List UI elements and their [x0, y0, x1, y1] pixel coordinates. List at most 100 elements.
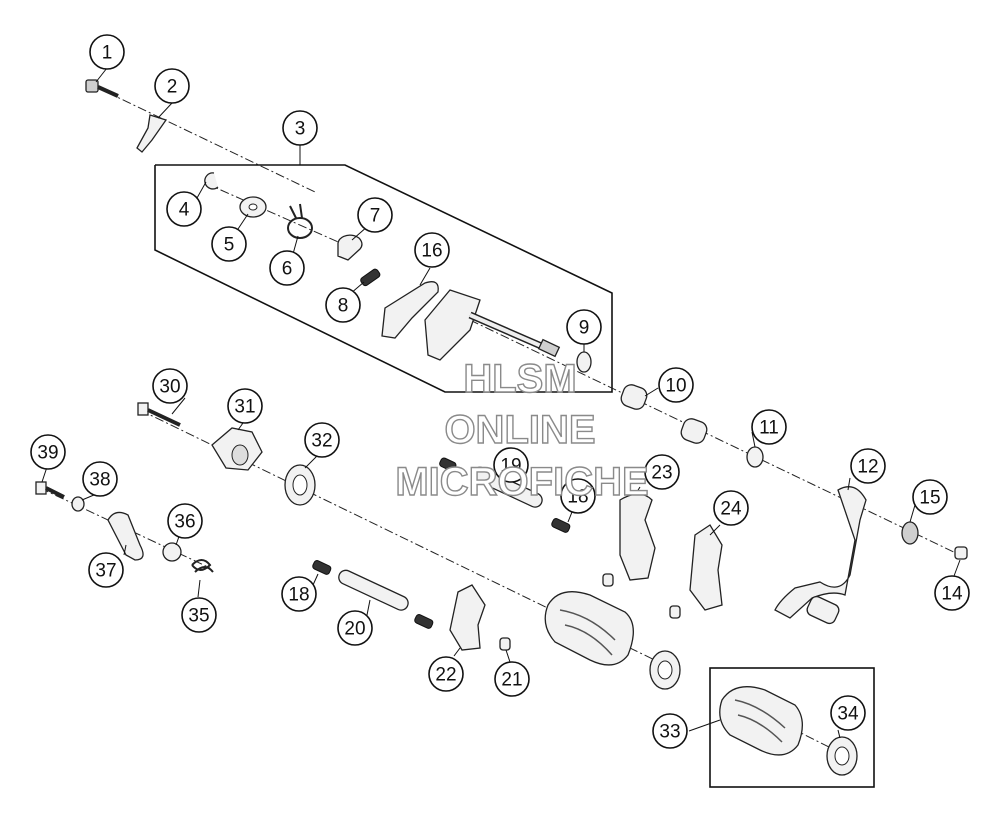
part-2-lever	[136, 114, 168, 153]
callout-c19: 19	[493, 447, 529, 483]
group-33-outline	[709, 667, 875, 788]
part-10-bushing	[620, 384, 648, 410]
callout-c11: 11	[751, 409, 787, 445]
callout-circle	[751, 409, 787, 445]
callout-c31: 31	[227, 388, 263, 424]
watermark-line-2: ONLINE	[444, 408, 595, 452]
part-35-spring	[191, 559, 214, 573]
shift-shaft	[424, 289, 561, 361]
callout-circle	[211, 226, 247, 262]
callout-circle	[652, 713, 688, 749]
part-18-spring-b	[312, 560, 332, 575]
callout-label: 7	[370, 206, 381, 227]
callout-c32: 32	[304, 422, 340, 458]
callout-label: 1	[102, 43, 113, 64]
callout-c9: 9	[566, 309, 602, 345]
callout-c20: 20	[337, 610, 373, 646]
callout-label: 11	[759, 418, 779, 439]
callout-c2: 2	[154, 68, 190, 104]
part-8-spring	[360, 268, 381, 287]
callout-label: 16	[421, 241, 442, 262]
callout-label: 22	[435, 665, 456, 686]
callout-c3: 3	[282, 110, 318, 146]
callout-label: 5	[224, 235, 235, 256]
part-6-torsion-spring	[287, 203, 313, 239]
callout-label: 12	[857, 457, 878, 478]
callout-circle	[658, 367, 694, 403]
callout-label: 37	[95, 561, 116, 582]
callout-label: 10	[665, 376, 686, 397]
callout-layer: 1234567891011121415161818192021222324303…	[30, 34, 970, 749]
callout-circle	[282, 110, 318, 146]
callout-label: 30	[159, 377, 180, 398]
callout-circle	[30, 434, 66, 470]
callout-label: 38	[89, 470, 110, 491]
callout-c12: 12	[850, 448, 886, 484]
callout-circle	[713, 490, 749, 526]
callout-circle	[181, 597, 217, 633]
part-39-bolt	[35, 481, 65, 499]
callout-circle	[494, 661, 530, 697]
callout-label: 32	[311, 431, 332, 452]
callout-c24: 24	[713, 490, 749, 526]
axis-shift-shaft	[469, 319, 961, 556]
part-38-washer	[71, 496, 85, 512]
callout-circle	[82, 461, 118, 497]
callout-label: 18	[288, 585, 309, 606]
callout-circle	[154, 68, 190, 104]
callout-label: 35	[188, 606, 209, 627]
part-18-spring-c	[414, 614, 434, 629]
part-24-shift-fork	[689, 524, 723, 611]
callout-label: 2	[167, 77, 178, 98]
part-7-guide	[337, 234, 363, 261]
shift-drum	[544, 591, 634, 666]
callout-label: 20	[344, 619, 365, 640]
callout-c14: 14	[934, 575, 970, 611]
callout-label: 14	[941, 584, 963, 605]
watermark-line-3: MICROFICHE	[395, 460, 648, 504]
callout-label: 33	[659, 722, 680, 743]
part-5-washer	[239, 196, 267, 218]
group-3-outline	[154, 164, 613, 393]
callout-circle	[414, 232, 450, 268]
part-37-locking-lever	[107, 511, 144, 561]
callout-c21: 21	[494, 661, 530, 697]
part-34-bearing	[826, 736, 858, 776]
callout-c4: 4	[166, 191, 202, 227]
callout-circle	[644, 454, 680, 490]
callout-circle	[325, 287, 361, 323]
callout-c33: 33	[652, 713, 688, 749]
callout-circle	[166, 191, 202, 227]
part-18-spring-a	[551, 518, 571, 533]
callout-label: 15	[919, 488, 940, 509]
callout-circle	[167, 503, 203, 539]
callout-circle	[830, 695, 866, 731]
callout-circle	[493, 447, 529, 483]
part-20-shift-rail	[338, 569, 409, 611]
callout-label: 36	[174, 512, 195, 533]
callout-c38: 38	[82, 461, 118, 497]
callout-label: 4	[179, 200, 190, 221]
drum-bearing	[649, 650, 681, 690]
part-21-pin-c	[669, 605, 681, 619]
part-4-circlip	[204, 172, 219, 190]
watermark: HLSM ONLINE MICROFICHE	[395, 356, 650, 504]
part-32-bearing	[284, 464, 316, 506]
callout-circle	[566, 309, 602, 345]
callout-c8: 8	[325, 287, 361, 323]
callout-circle	[152, 368, 188, 404]
callout-circle	[428, 656, 464, 692]
callout-c15: 15	[912, 479, 948, 515]
part-36-roller	[162, 542, 182, 562]
callout-circle	[850, 448, 886, 484]
callout-label: 23	[651, 463, 672, 484]
part-11-washer	[746, 446, 764, 468]
callout-circle	[560, 478, 596, 514]
part-9-ring	[576, 351, 592, 373]
callout-circle	[337, 610, 373, 646]
callout-c1: 1	[89, 34, 125, 70]
part-16-plate	[381, 281, 439, 339]
callout-label: 8	[338, 296, 349, 317]
callout-circle	[912, 479, 948, 515]
callout-c39: 39	[30, 434, 66, 470]
